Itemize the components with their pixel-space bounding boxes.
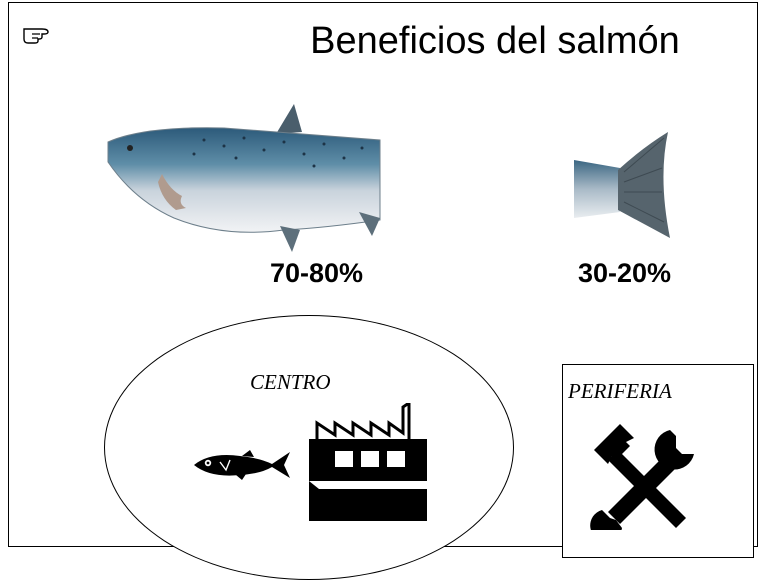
hammer-wrench-icon: [590, 424, 694, 530]
salmon-body-image: [107, 104, 381, 252]
percent-main-label: 70-80%: [270, 258, 364, 288]
centro-label: CENTRO: [250, 370, 331, 394]
periferia-box: [562, 364, 754, 558]
percent-tail-label: 30-20%: [578, 258, 672, 288]
slide-title: Beneficios del salmón: [310, 20, 680, 62]
factory-icon: [309, 403, 427, 521]
pointing-hand-icon: [23, 28, 49, 44]
fish-icon: [194, 450, 290, 480]
periferia-label: PERIFERIA: [568, 379, 672, 403]
salmon-tail-image: [574, 132, 670, 238]
